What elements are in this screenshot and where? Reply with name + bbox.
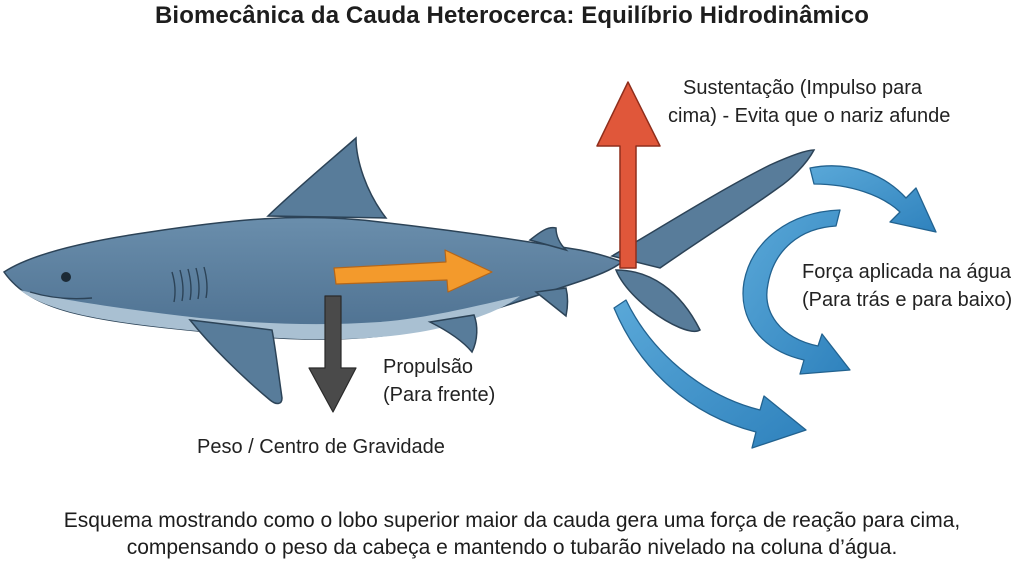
- shark-body: [2, 216, 624, 340]
- thrust-arrow: [333, 249, 493, 293]
- water-force-label-line2: (Para trás e para baixo): [802, 289, 1013, 311]
- shark-belly: [20, 290, 520, 340]
- shark-mouth: [29, 291, 93, 300]
- dorsal-fin: [266, 136, 388, 219]
- weight-arrow: [308, 295, 357, 413]
- water-force-label: Força aplicada na água (Para trás e para…: [802, 258, 1012, 314]
- lift-arrow: [596, 81, 661, 269]
- caption-line1: Esquema mostrando como o lobo superior m…: [63, 509, 961, 532]
- second-dorsal-fin: [528, 226, 569, 252]
- lift-label-line2: cima) - Evita que o nariz afunde: [668, 105, 951, 127]
- thrust-label-line2: (Para frente): [383, 384, 496, 406]
- gill-slits: [171, 266, 208, 303]
- shark-eye: [61, 272, 71, 282]
- pectoral-fin: [188, 319, 283, 405]
- caption: Esquema mostrando como o lobo superior m…: [0, 507, 1024, 561]
- weight-label: Peso / Centro de Gravidade: [197, 436, 445, 458]
- thrust-label-line1: Propulsão: [383, 356, 474, 378]
- lift-label: Sustentação (Impulso para cima) - Evita …: [668, 74, 950, 130]
- water-arrow-bottom: [613, 299, 807, 449]
- thrust-label: Propulsão (Para frente): [383, 353, 495, 409]
- water-force-label-line1: Força aplicada na água: [802, 261, 1012, 283]
- water-arrow-top: [809, 165, 937, 233]
- water-arrow-middle: [742, 209, 851, 375]
- tail-upper-lobe: [610, 149, 816, 269]
- diagram-title: Biomecânica da Cauda Heterocerca: Equilí…: [155, 2, 869, 29]
- water-force-arrows: [613, 165, 937, 449]
- caption-line2: compensando o peso da cabeça e mantendo …: [126, 536, 898, 559]
- lift-label-line1: Sustentação (Impulso para: [683, 77, 923, 99]
- tail-lower-lobe: [614, 269, 701, 332]
- pelvic-fin: [427, 314, 478, 354]
- shark: [2, 136, 816, 405]
- anal-fin: [534, 287, 569, 318]
